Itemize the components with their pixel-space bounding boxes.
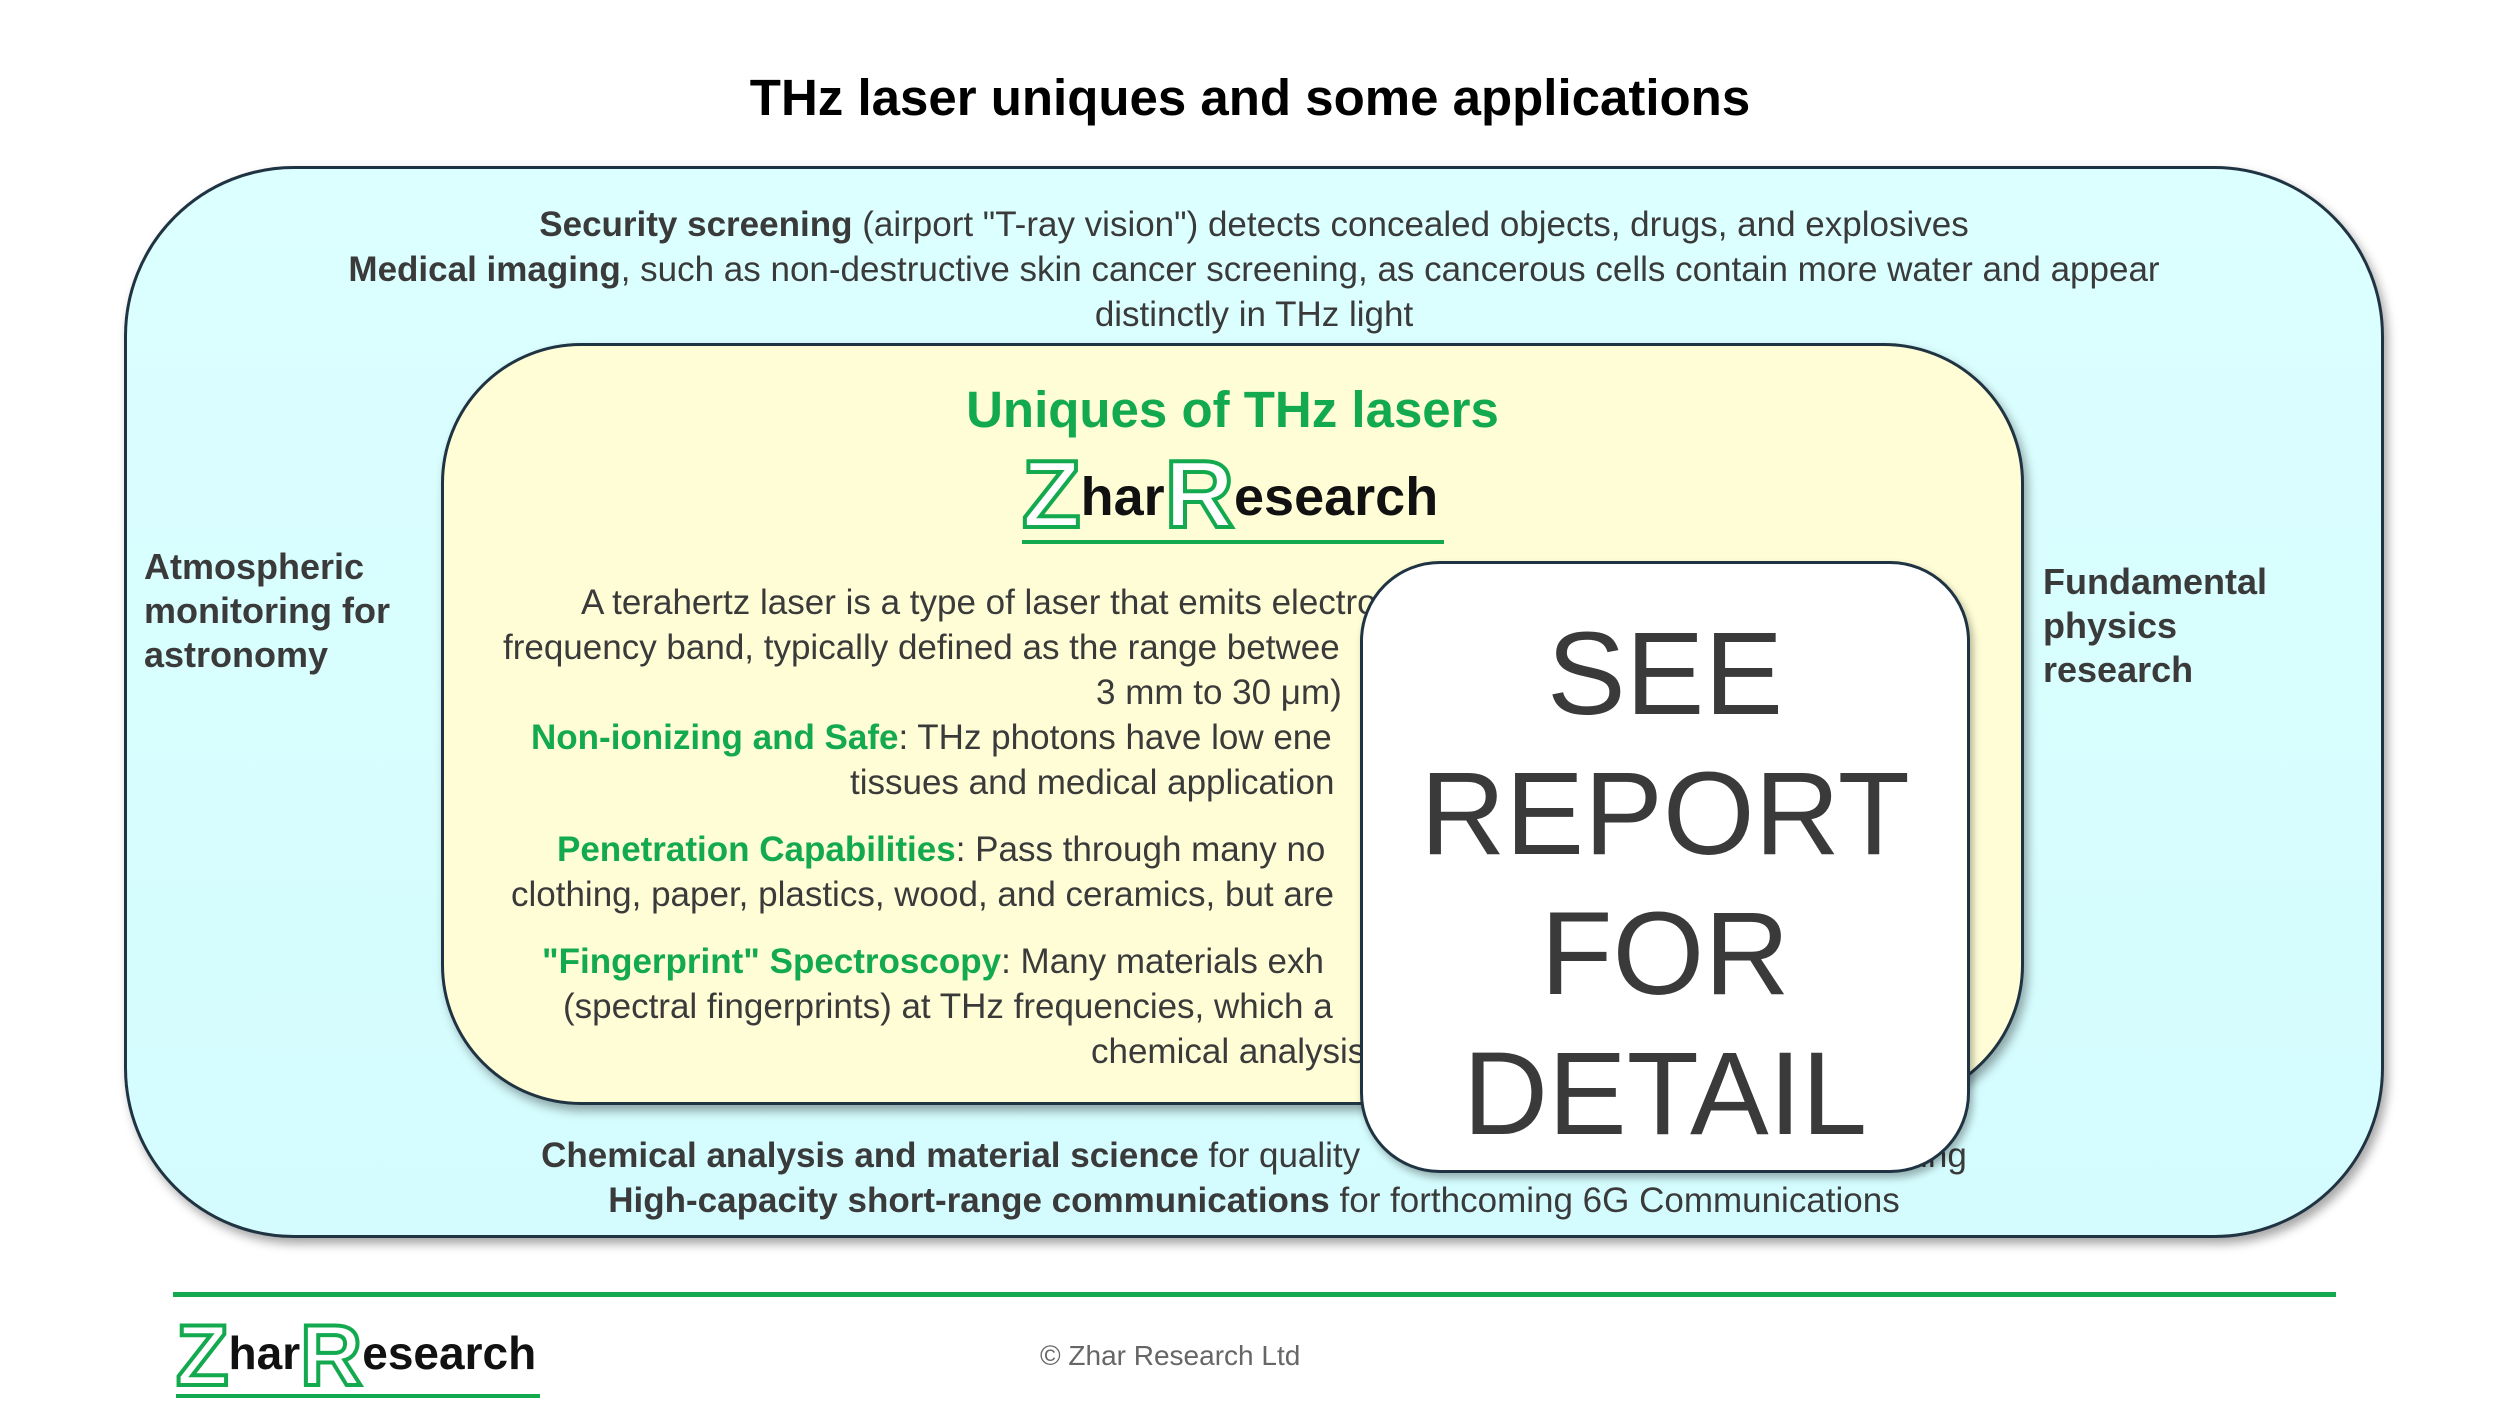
- footer-logo-z-letter: Z: [174, 1306, 231, 1406]
- fingerprint-desc: : Many materials exh: [1001, 942, 1324, 981]
- security-screening-line: Security screening (airport "T-ray visio…: [124, 202, 2384, 247]
- security-screening-desc: (airport "T-ray vision") detects conceal…: [852, 205, 1969, 244]
- inner-logo: ZharResearch: [1020, 439, 1445, 550]
- communications-line: High-capacity short-range communications…: [124, 1178, 2384, 1223]
- copyright-text: © Zhar Research Ltd: [1040, 1340, 1301, 1371]
- right-line-1: Fundamental: [2043, 561, 2268, 602]
- fingerprint-label: "Fingerprint" Spectroscopy: [542, 942, 1002, 981]
- logo-r-letter: R: [1163, 439, 1236, 550]
- penetration-label: Penetration Capabilities: [557, 830, 956, 869]
- see-report-overlay: SEE REPORT FOR DETAIL: [1360, 561, 1970, 1173]
- footer-logo-esearch: esearch: [362, 1327, 537, 1379]
- page-title: THz laser uniques and some applications: [749, 69, 1751, 126]
- logo-har: har: [1080, 467, 1165, 527]
- non-ionizing-desc: : THz photons have low ene: [898, 718, 1332, 757]
- uniques-heading: Uniques of THz lasers: [966, 381, 1499, 438]
- fingerprint-line-3: chemical analysis: [1091, 1032, 1366, 1071]
- security-screening-label: Security screening: [539, 205, 853, 244]
- right-line-2: physics: [2043, 605, 2178, 646]
- non-ionizing-line-2: tissues and medical application: [850, 763, 1335, 802]
- non-ionizing-line: Non-ionizing and Safe: THz photons have …: [441, 715, 1781, 760]
- logo-esearch: esearch: [1234, 467, 1439, 527]
- overlay-line-2: REPORT: [1420, 748, 1910, 880]
- chemical-analysis-desc: for quality: [1198, 1136, 1361, 1175]
- penetration-desc: : Pass through many no: [955, 830, 1326, 869]
- penetration-line-2: clothing, paper, plastics, wood, and cer…: [511, 875, 1334, 914]
- footer-logo-har: har: [228, 1327, 301, 1379]
- atmospheric-monitoring-label: Atmospheric monitoring for astronomy: [144, 545, 390, 677]
- inner-body-text: A terahertz laser is a type of laser tha…: [441, 580, 1781, 1074]
- left-line-3: astronomy: [144, 634, 329, 675]
- left-line-1: Atmospheric: [144, 546, 365, 587]
- logo-z-letter: Z: [1020, 439, 1083, 550]
- intro-line-3: 3 mm to 30 μm): [1096, 673, 1342, 712]
- footer-logo-r-letter: R: [298, 1306, 364, 1406]
- fundamental-physics-label: Fundamental physics research: [2043, 560, 2267, 692]
- overlay-line-1: SEE: [1546, 608, 1784, 740]
- overlay-line-4: DETAIL: [1462, 1028, 1868, 1160]
- outer-top-text: Security screening (airport "T-ray visio…: [124, 202, 2384, 337]
- footer-logo-underline: [176, 1394, 541, 1398]
- penetration-line: Penetration Capabilities: Pass through m…: [441, 827, 1781, 872]
- fingerprint-line-2: (spectral fingerprints) at THz frequenci…: [563, 987, 1333, 1026]
- chemical-analysis-label: Chemical analysis and material science: [541, 1136, 1199, 1175]
- medical-imaging-line: Medical imaging, such as non-destructive…: [124, 247, 2384, 292]
- intro-line-1: A terahertz laser is a type of laser tha…: [581, 583, 1377, 622]
- footer-divider: [173, 1292, 2336, 1297]
- chemical-analysis-line: Chemical analysis and material science f…: [124, 1133, 2384, 1178]
- footer-logo: ZharResearch: [174, 1306, 541, 1408]
- non-ionizing-label: Non-ionizing and Safe: [531, 718, 899, 757]
- right-line-3: research: [2043, 649, 2194, 690]
- logo-underline: [1022, 540, 1445, 544]
- left-line-2: monitoring for: [144, 590, 390, 631]
- medical-imaging-desc: , such as non-destructive skin cancer sc…: [620, 250, 2160, 289]
- outer-bottom-text: Chemical analysis and material science f…: [124, 1133, 2384, 1223]
- medical-imaging-label: Medical imaging: [348, 250, 621, 289]
- communications-label: High-capacity short-range communications: [608, 1181, 1330, 1220]
- overlay-line-3: FOR: [1540, 888, 1790, 1020]
- intro-line-2: frequency band, typically defined as the…: [503, 628, 1340, 667]
- medical-imaging-line-2: distinctly in THz light: [1094, 295, 1414, 334]
- fingerprint-line: "Fingerprint" Spectroscopy: Many materia…: [441, 939, 1781, 984]
- communications-desc: for forthcoming 6G Communications: [1329, 1181, 1900, 1220]
